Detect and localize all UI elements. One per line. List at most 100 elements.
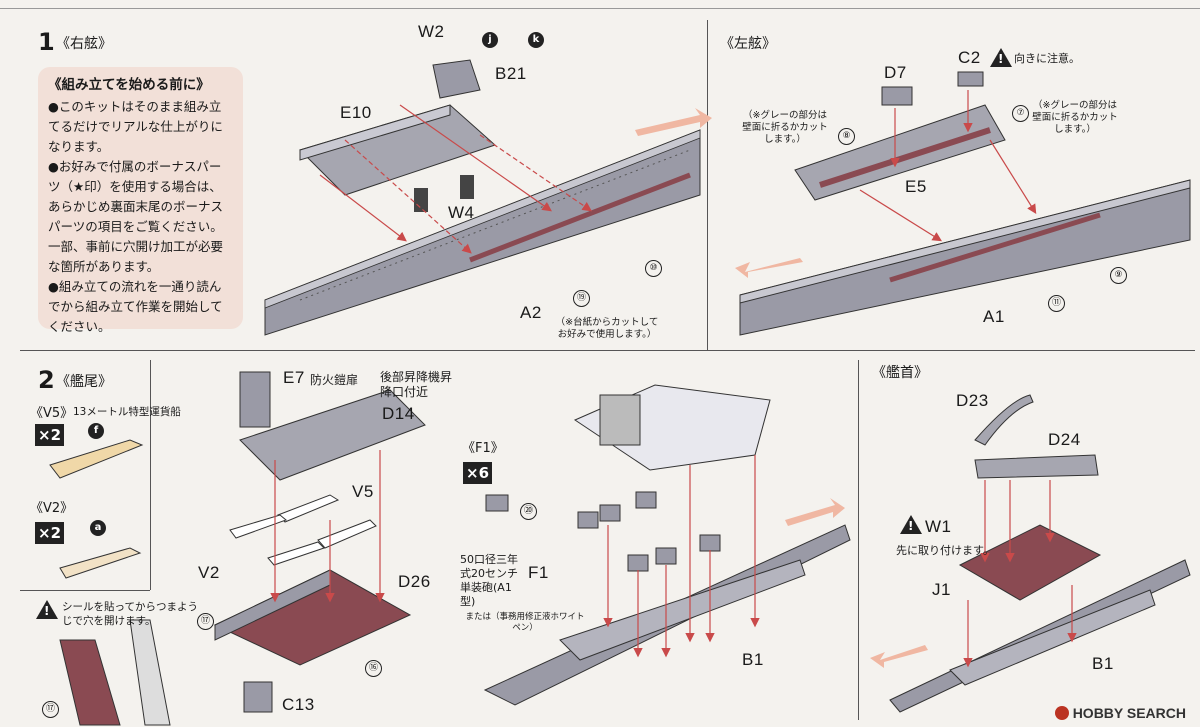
divider-step1: [707, 20, 708, 350]
part-d14: [239, 371, 426, 481]
label-e7: E7: [283, 368, 305, 387]
label-w2: W2: [418, 22, 445, 41]
label-d23: D23: [956, 391, 989, 410]
part-d24: [974, 454, 1099, 479]
before-assembly-note: 《組み立てを始める前に》 ●このキットはそのまま組み立てるだけでリアルな仕上がり…: [38, 67, 243, 334]
marker-9: ⑨: [1110, 262, 1127, 284]
warning-icon: [36, 600, 58, 619]
part-e10: [299, 104, 496, 196]
step-title: 《右舷》: [56, 36, 112, 52]
label-d7: D7: [884, 63, 907, 82]
divider-middle: [20, 350, 1195, 351]
label-e10: E10: [340, 103, 372, 122]
watermark: HOBBY SEARCH: [1054, 705, 1186, 721]
boat-v5-thumb: [49, 439, 144, 479]
warning-icon: [900, 515, 922, 534]
label-a1: A1: [983, 307, 1005, 326]
grey-part-note-right: （※グレーの部分は壁面に折るかカットします。）: [1032, 100, 1118, 135]
part-c2: [957, 71, 984, 87]
v2-quantity: ×2: [35, 522, 65, 544]
f1-title: 《F1》: [462, 441, 504, 456]
section-title-bow: 《艦首》: [872, 365, 928, 381]
label-d24: D24: [1048, 430, 1081, 449]
part-w4: [414, 175, 474, 212]
note-item: ●このキットはそのまま組み立てるだけでリアルな仕上がりになります。: [48, 99, 223, 154]
hull-a2: [264, 129, 701, 336]
note-item: 一部、事前に穴開け加工が必要な箇所があります。: [48, 239, 224, 274]
part-d7: [881, 86, 913, 106]
part-d23: [974, 394, 1034, 446]
v5-title: 《V5》: [30, 406, 74, 421]
label-w4: W4: [448, 203, 475, 222]
a2-cut-note: （※台紙からカットしてお好みで使用します。）: [555, 317, 659, 340]
hull-a1: [739, 179, 1191, 336]
label-d14: D14: [382, 404, 415, 423]
top-border: [0, 8, 1200, 9]
marker-a: a: [90, 515, 106, 536]
label-v5: V5: [352, 482, 374, 501]
c2-orientation-note: 向きに注意。: [1014, 52, 1080, 65]
direction-arrow: [785, 498, 845, 526]
part-d26: [213, 569, 412, 666]
warning-icon: [990, 48, 1012, 67]
label-w1: W1: [925, 517, 952, 536]
hull-b1-stern: [483, 524, 851, 706]
note-item: ●お好みで付属のボーナスパーツ（★印）を使用する場合は、あらかじめ裏面末尾のボー…: [48, 159, 224, 234]
part-j1: [958, 524, 1102, 601]
white-pen-note: または（事務用修正液ホワイトペン）: [465, 612, 585, 633]
label-f1: F1: [528, 563, 549, 582]
label-c2: C2: [958, 48, 981, 67]
direction-arrow: [735, 258, 803, 278]
divider-seal: [20, 590, 150, 591]
note-heading: 《組み立てを始める前に》: [48, 77, 210, 93]
note-item: ●組み立ての流れを一通り読んでから組み立て作業を開始してください。: [48, 279, 223, 334]
label-d26: D26: [398, 572, 431, 591]
marker-k: k: [528, 27, 544, 48]
marker-7: ⑦: [1012, 100, 1029, 122]
marker-20: ⑳: [520, 498, 537, 520]
label-b21: B21: [495, 64, 527, 83]
gun-f1-turrets: [485, 491, 721, 572]
marker-17: ⑰: [42, 696, 59, 718]
v2-title: 《V2》: [30, 501, 74, 516]
w1-note: 先に取り付けます。: [896, 544, 994, 557]
divider-step2: [858, 360, 859, 720]
part-c13: [243, 681, 273, 713]
label-v2: V2: [198, 563, 220, 582]
marker-j: j: [482, 27, 498, 48]
label-c13: C13: [282, 695, 315, 714]
marker-10: ⑩: [645, 255, 662, 277]
watermark-text: HOBBY SEARCH: [1072, 705, 1186, 721]
label-b1: B1: [742, 650, 764, 669]
marker-19: ⑲: [573, 285, 590, 307]
e7-description: 防火鎧扉: [310, 373, 359, 387]
lift-location-note: 後部昇降機昇降口付近: [380, 370, 453, 399]
marker-17: ⑰: [197, 608, 214, 630]
seal-closeup: [59, 619, 171, 726]
grey-part-note-left: （※グレーの部分は壁面に折るかカットします。）: [742, 110, 828, 145]
step-title: 《艦尾》: [56, 374, 112, 390]
part-e5: [794, 104, 1006, 201]
divider-boats: [150, 360, 151, 590]
marker-16: ⑯: [365, 655, 382, 677]
seal-hole-note: シールを貼ってからつまようじで穴を開けます。: [62, 601, 198, 627]
part-b21: [432, 59, 481, 99]
hobby-search-logo-icon: [1054, 706, 1069, 720]
flight-deck-section: [573, 384, 771, 471]
section-title-port: 《左舷》: [720, 36, 776, 52]
f1-quantity: ×6: [463, 462, 493, 484]
direction-arrow: [635, 108, 712, 136]
v5-description: 13メートル特型運貨船: [73, 406, 181, 418]
direction-arrow: [870, 645, 928, 668]
label-a2: A2: [520, 303, 542, 322]
boat-v2-thumb: [59, 547, 142, 579]
step-number: 2: [38, 366, 55, 394]
hull-b1-bow: [889, 559, 1191, 713]
step-number: 1: [38, 28, 55, 56]
marker-f: f: [88, 418, 104, 439]
label-e5: E5: [905, 177, 927, 196]
marker-11: ⑪: [1048, 290, 1065, 312]
v5-quantity: ×2: [35, 424, 65, 446]
